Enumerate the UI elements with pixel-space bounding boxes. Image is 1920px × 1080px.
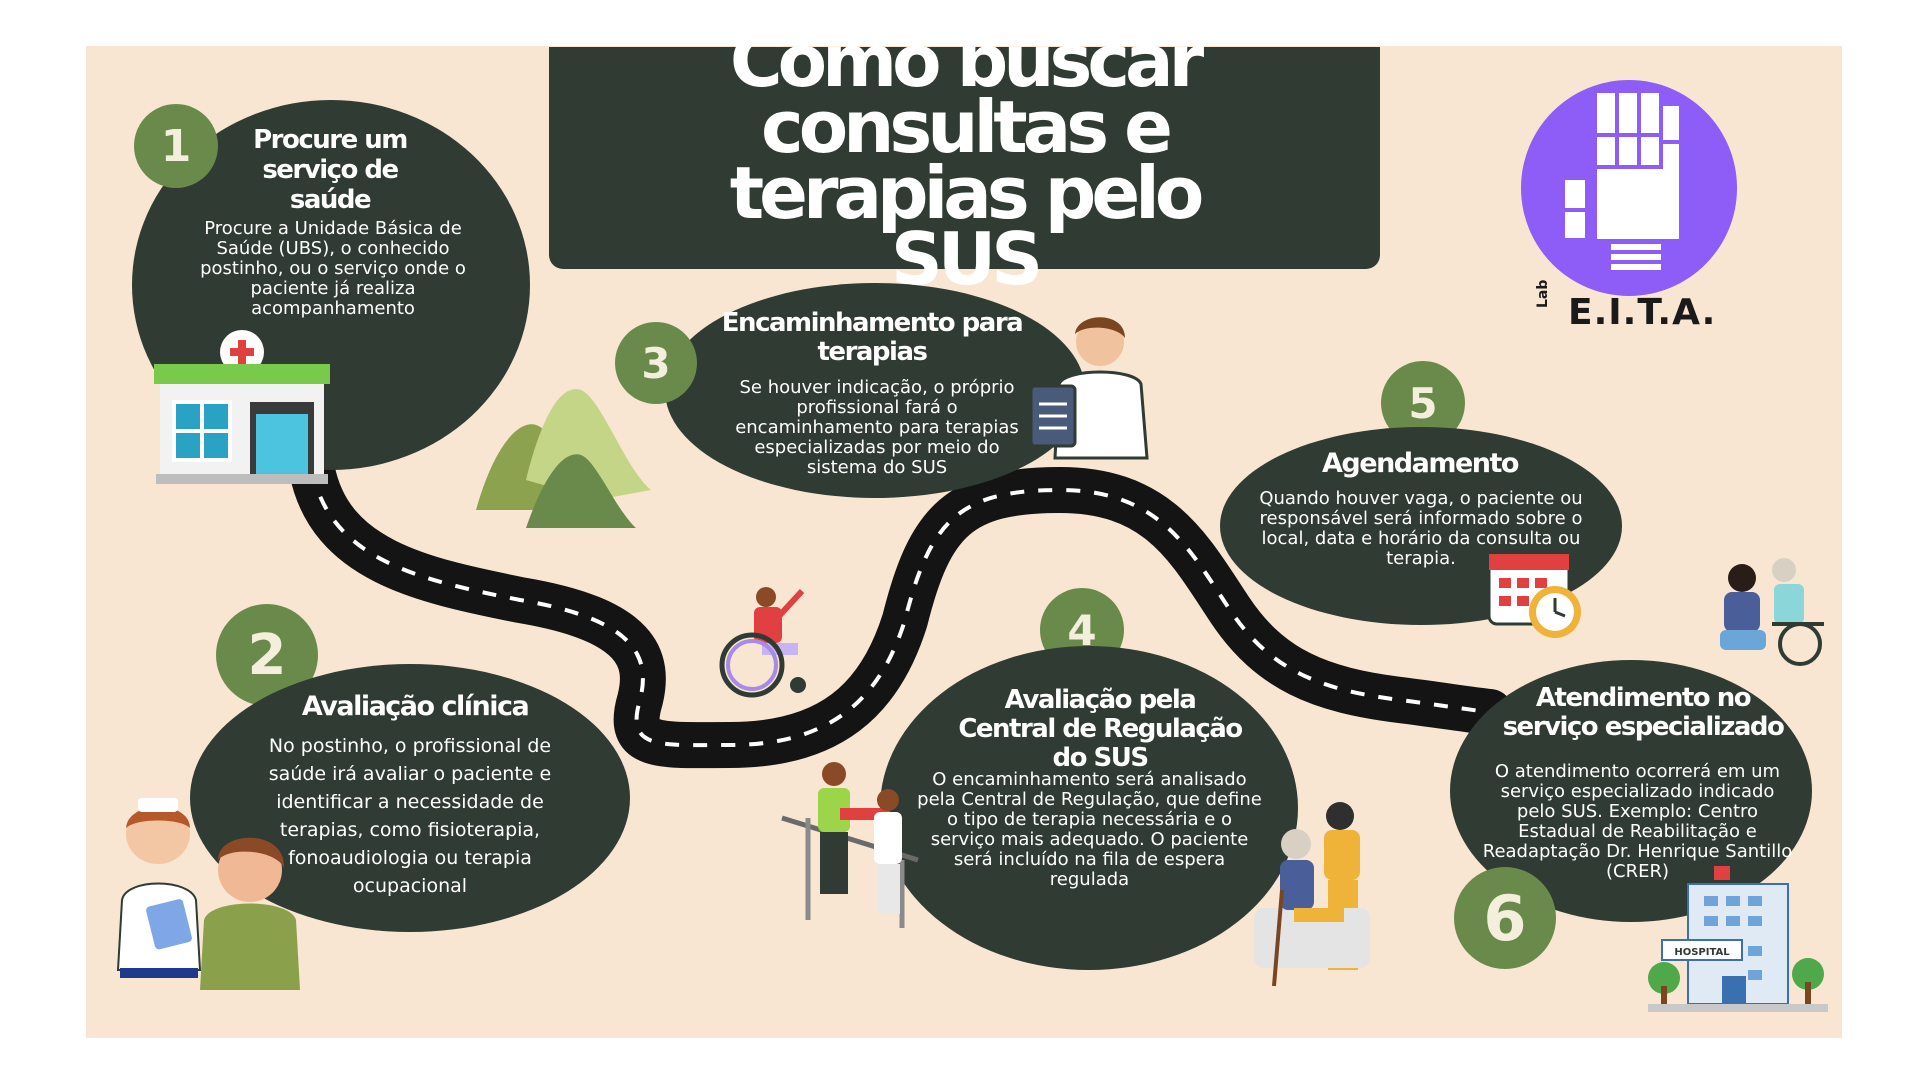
step-1-text: Procure a Unidade Básica de Saúde (UBS),…: [200, 218, 466, 319]
step-3-bubble: [665, 283, 1085, 498]
caregiver-wheelchair-icon: [1720, 558, 1824, 666]
caregiver-elderly-icon: [1254, 802, 1370, 987]
step-4-bubble: [880, 646, 1298, 970]
logo-prefix: Lab: [1535, 279, 1551, 308]
step-3-title: Encaminhamento para terapias: [721, 308, 1024, 367]
step-6-number: 6: [1454, 867, 1556, 969]
logo-text: E.I.T.A.: [1568, 292, 1717, 333]
health-unit-icon: [154, 330, 330, 484]
doctor-clipboard-icon: [1029, 317, 1149, 460]
wheelchair-user-icon: [719, 587, 806, 698]
step-1-title: Procure um serviço de saúde: [253, 125, 408, 215]
step-1-number: 1: [134, 104, 218, 188]
step-4-title: Avaliação pela Central de Regulação do S…: [958, 685, 1243, 773]
hospital-building-icon: HOSPITAL: [1648, 866, 1828, 1012]
step-6-title: Atendimento no serviço especializado: [1502, 683, 1785, 742]
mountains-icon: [476, 389, 651, 528]
hand-logo-icon: [1565, 93, 1679, 270]
step-2-title: Avaliação clínica: [301, 691, 530, 722]
nurse-patient-icon: [116, 798, 300, 990]
step-3-number: 3: [615, 322, 697, 404]
calendar-clock-icon: [1487, 552, 1581, 638]
step-3-text: Se houver indicação, o próprio profissio…: [735, 377, 1019, 478]
hospital-sign-text: HOSPITAL: [1674, 947, 1730, 958]
step-4-text: O encaminhamento será analisado pela Cen…: [917, 769, 1262, 890]
title-banner: Como buscar consultas e terapias pelo SU…: [549, 25, 1380, 295]
step-5-title: Agendamento: [1322, 448, 1519, 479]
step-6-text: O atendimento ocorrerá em um serviço esp…: [1482, 761, 1793, 882]
page-title: Como buscar consultas e terapias pelo SU…: [729, 19, 1205, 301]
step-5-text: Quando houver vaga, o paciente ou respon…: [1259, 488, 1583, 569]
step-2-text: No postinho, o profissional de saúde irá…: [268, 735, 552, 897]
physiotherapy-parallel-bars-icon: [781, 762, 919, 928]
logo: [1521, 80, 1737, 296]
